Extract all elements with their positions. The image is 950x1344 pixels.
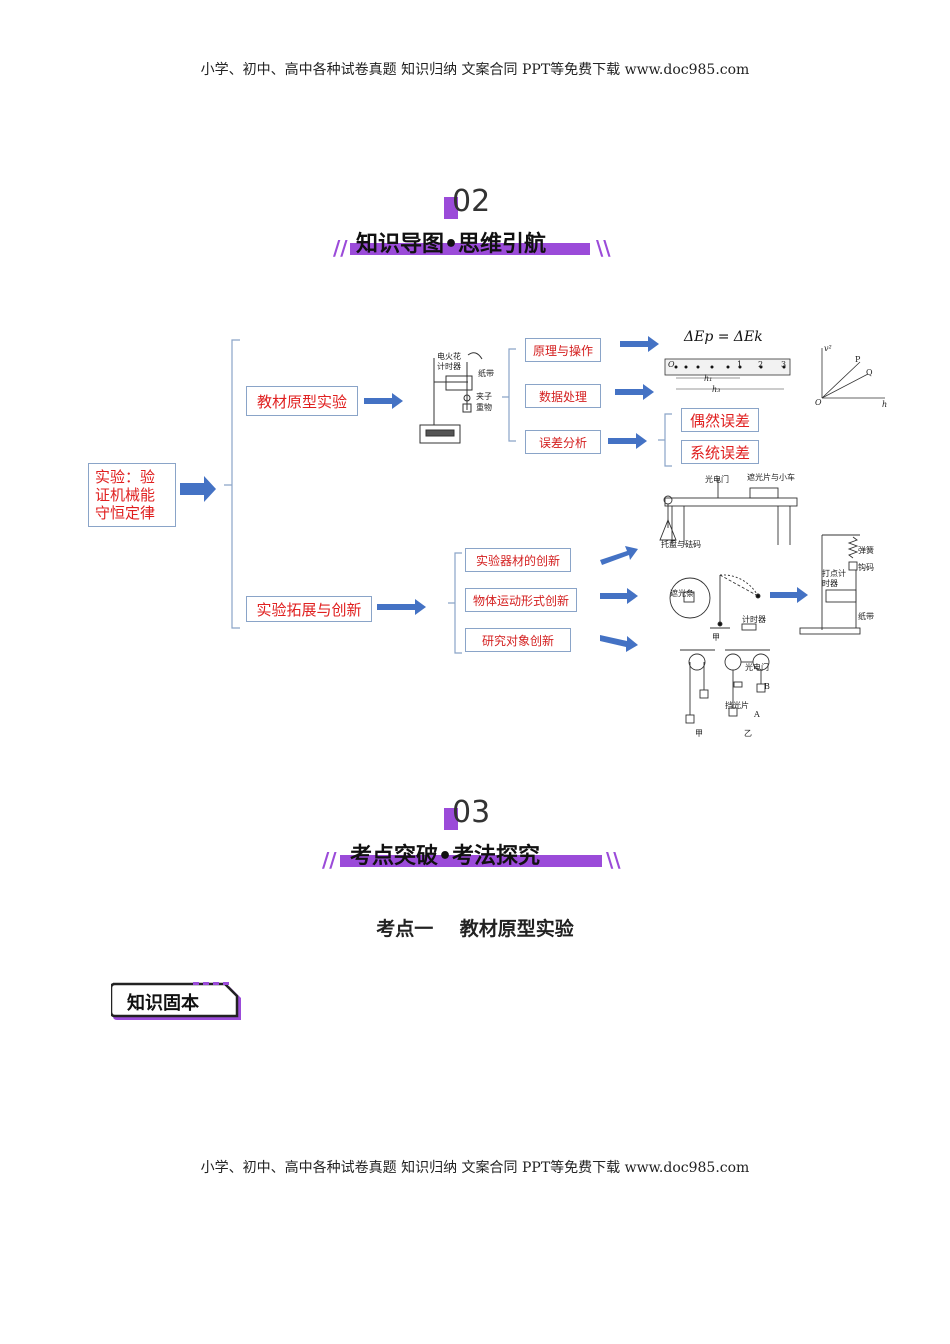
innov-equipment: 实验器材的创新 [465,548,571,572]
error-arrow-icon [608,433,647,449]
label-p: P [855,355,861,364]
falling-weight-apparatus [419,352,483,444]
label-photogate2: 光电门 [745,663,769,672]
branch2-node: 实验拓展与创新 [246,596,372,622]
label-weight: 重物 [476,403,492,412]
section3-title: 考点突破•考法探究 [350,844,541,869]
section2-number: 02 [452,184,491,219]
label-clamp: 夹子 [476,392,492,401]
item-error: 误差分析 [525,430,601,454]
page-footer: 小学、初中、高中各种试卷真题 知识归纳 文案合同 PPT等免费下载 www.do… [200,1160,750,1176]
label-v2: v² [824,344,832,353]
badge-shape [111,982,241,1020]
slash-left-icon: // [333,236,348,260]
track-cart-apparatus [659,478,798,545]
label-tape2: 纸带 [858,612,874,621]
label-q: Q [866,368,873,377]
branch1-arrow-icon [364,393,403,409]
label-a: A [754,710,760,719]
section3-underbar [340,855,602,867]
label-tape-2: 2 [758,360,764,369]
label-spring: 弹簧 [858,546,874,555]
label-jia2: 甲 [695,729,703,738]
innov1-arrow-icon [600,546,638,565]
label-jia: 甲 [712,633,720,642]
label-o: O [815,398,822,407]
label-b: B [764,682,770,691]
section2-underbar [350,243,590,255]
label-tape: 纸带 [478,369,494,378]
innov-object: 研究对象创新 [465,628,571,652]
label-timer2: 计时器 [742,615,766,624]
section-num-accent [444,197,458,219]
data-arrow-icon [615,384,654,400]
label-tape-3: 3 [781,360,787,369]
main-brace [224,339,240,629]
badge-label: 知识固本 [127,993,199,1014]
energy-formula: ΔEp = ΔEk [684,329,763,345]
label-hook: 钩码 [858,563,874,572]
label-h3: h₃ [712,385,721,394]
label-h1: h₁ [704,374,713,383]
label-yi: 乙 [744,729,752,738]
label-timer: 电火花计时器 [437,352,461,371]
slash-left-icon-2: // [322,848,337,872]
item-data: 数据处理 [525,384,601,408]
root-node: 实验：验证机械能守恒定律 [88,463,176,527]
pendulum-apparatus [669,574,761,631]
root-arrow-icon [180,476,216,502]
error-systematic: 系统误差 [681,440,759,464]
label-shade: 挡光片 [725,701,749,710]
pulley-systems [680,649,770,724]
section2-title: 知识导图•思维引航 [356,232,547,257]
section3-num-accent [444,808,458,830]
branch1-node: 教材原型实验 [246,386,358,416]
label-tray: 托盘与砝码 [661,540,701,549]
innov2-arrow-icon [600,588,638,604]
label-dot-timer: 打点计时器 [822,569,846,588]
label-h: h [882,400,888,409]
error-random: 偶然误差 [681,408,759,432]
tape-strip-diagram [664,358,791,390]
slash-right-icon: \\ [596,236,611,260]
knowledge-badge: 知识固本 [111,982,246,1024]
kaodian-title: 考点一 教材原型实验 [376,918,574,940]
slash-right-icon-2: \\ [606,848,621,872]
branch2-arrow-icon [377,599,426,615]
label-tape-1: 1 [737,360,743,369]
principle-arrow-icon [620,336,659,352]
label-photogate: 光电门 [705,475,729,484]
label-shade-cart: 遮光片与小车 [747,473,795,482]
v2-h-graph [821,348,885,399]
page-header: 小学、初中、高中各种试卷真题 知识归纳 文案合同 PPT等免费下载 www.do… [200,62,750,78]
item-principle: 原理与操作 [525,338,601,362]
label-shade-strip: 遮光条 [670,589,694,598]
pendulum-arrow-icon [770,587,808,603]
spring-apparatus [799,534,861,635]
label-tape-o: O [668,360,675,369]
innov3-arrow-icon [600,635,638,652]
innov-motion: 物体运动形式创新 [465,588,577,612]
section3-number: 03 [452,795,491,830]
